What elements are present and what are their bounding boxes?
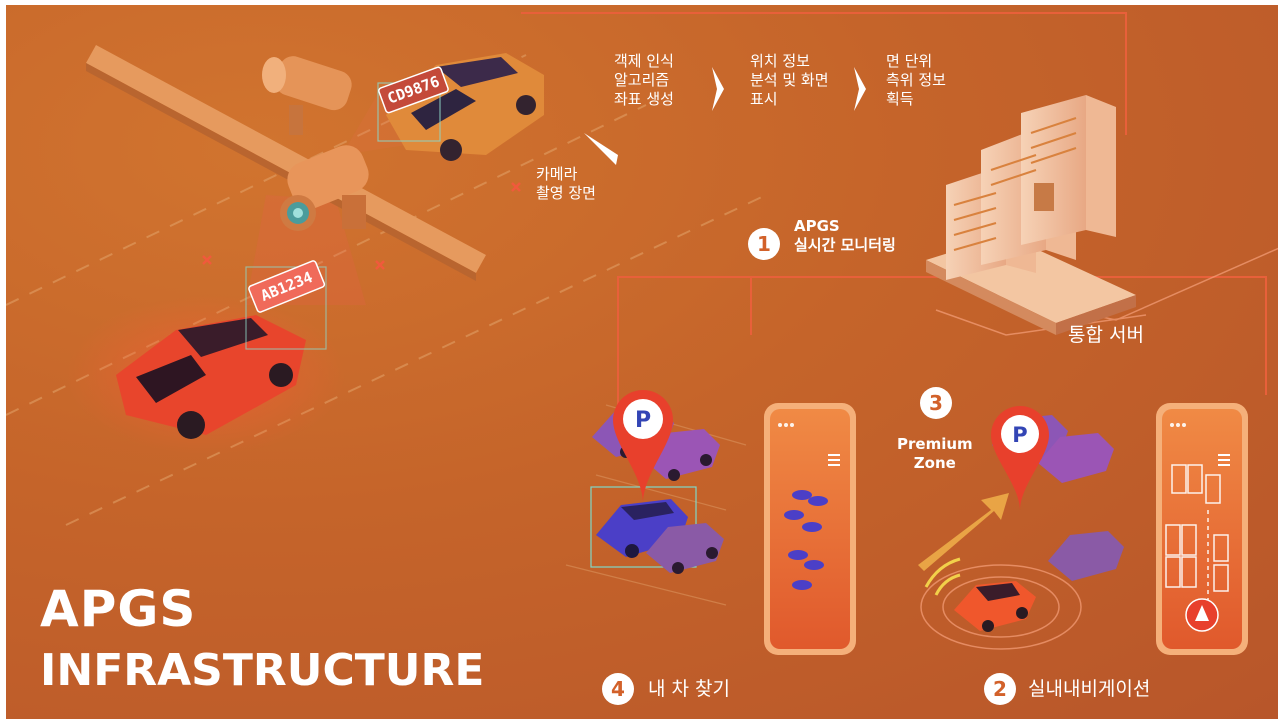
smartphone-icon <box>1156 403 1248 655</box>
infographic: CD9876 AB1234 <box>6 5 1278 719</box>
main-title-line1: APGS <box>40 580 197 638</box>
illustration: CD9876 AB1234 <box>6 12 1278 655</box>
feature-label-1-text: APGS 실시간 모니터링 <box>794 217 896 255</box>
camera-gantry-icon <box>86 45 486 281</box>
process-step-3-text: 면 단위 측위 정보 획득 <box>886 52 946 109</box>
parking-lot-illustration: P <box>918 406 1124 650</box>
process-step-2: 위치 정보 분석 및 화면 표시 <box>750 52 829 110</box>
feature-number-4: 4 <box>602 673 634 705</box>
feature-number-3: 3 <box>920 387 952 419</box>
process-step-2-text: 위치 정보 분석 및 화면 표시 <box>750 52 829 109</box>
car-icon <box>954 581 1036 632</box>
main-title-line2: INFRASTRUCTURE <box>40 645 485 696</box>
feature-label-3: Premium Zone <box>897 435 973 473</box>
feature-label-4: 내 차 찾기 <box>648 678 730 700</box>
parking-pin-icon: P <box>613 390 673 504</box>
car-icon <box>646 523 724 574</box>
cctv-camera-icon <box>262 56 352 135</box>
smartphone-icon <box>764 403 856 655</box>
parking-lot-illustration: P <box>565 390 747 606</box>
feature-number-2: 2 <box>984 673 1016 705</box>
car-icon <box>1038 433 1114 483</box>
signal-waves-icon <box>924 557 961 596</box>
camera-caption-text: 카메라 촬영 장면 <box>536 165 596 203</box>
cctv-camera-icon <box>280 145 369 231</box>
feature-label-2: 실내내비게이션 <box>1028 678 1151 700</box>
arrow-icon <box>584 133 618 165</box>
parking-letter: P <box>1012 423 1027 447</box>
server-rack-icon <box>926 95 1136 335</box>
process-step-1-text: 객제 인식 알고리즘 좌표 생성 <box>614 52 674 109</box>
feature-label-3-text: Premium Zone <box>897 435 973 473</box>
chevron-right-icon <box>712 67 866 111</box>
process-step-3: 면 단위 측위 정보 획득 <box>886 52 946 110</box>
parking-letter: P <box>635 408 651 433</box>
feature-number-1: 1 <box>748 228 780 260</box>
navigation-arrow-icon <box>918 493 1009 571</box>
radar-rings <box>920 564 1082 650</box>
feature-label-1: APGS 실시간 모니터링 <box>794 217 896 255</box>
process-step-1: 객제 인식 알고리즘 좌표 생성 <box>614 52 674 110</box>
car-icon <box>66 266 346 455</box>
camera-caption: 카메라 촬영 장면 <box>536 165 596 203</box>
parking-pin-icon: P <box>991 406 1049 511</box>
car-icon <box>1048 531 1124 581</box>
red-x-markers <box>202 182 521 270</box>
server-label: 통합 서버 <box>1068 324 1144 346</box>
